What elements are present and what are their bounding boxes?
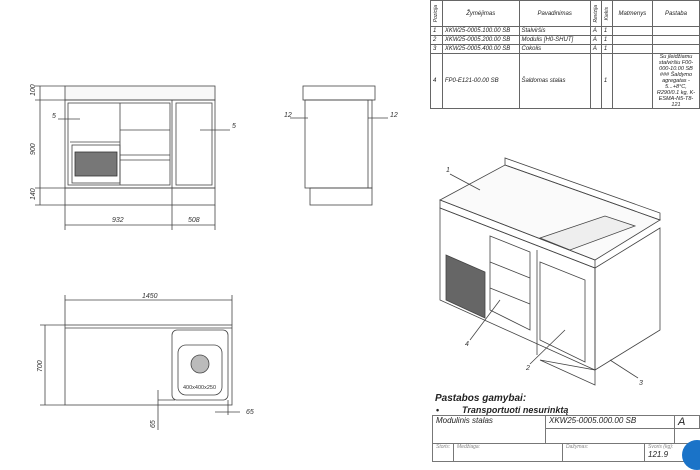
cell-name: Cokolis — [518, 44, 591, 54]
notes-title: Pastabos gamybai: — [435, 393, 527, 404]
header-qty: Kiekis — [603, 6, 610, 21]
cell-rev — [589, 53, 602, 109]
cell-name: Modulis [H0-SHUT] — [518, 35, 591, 45]
title-code-sub — [545, 428, 675, 444]
cell-pos: 4 — [430, 53, 443, 109]
cell-rev: A — [589, 26, 602, 36]
dim-508: 508 — [188, 217, 200, 224]
cell-rev: A — [589, 44, 602, 54]
top-view — [40, 295, 240, 430]
cell-pos: 1 — [430, 26, 443, 36]
header-code: Žymėjimas — [441, 0, 520, 27]
cell-qty: 1 — [600, 35, 613, 45]
callout-4: 4 — [465, 341, 469, 348]
dim-900: 900 — [30, 143, 37, 155]
dim-1450: 1450 — [142, 293, 158, 300]
title-code: XKW25-0005.000.00 SB — [545, 415, 675, 429]
sink-size-label: 400x400x250 — [183, 385, 216, 391]
cell-dim — [611, 44, 653, 54]
cell-qty: 1 — [600, 53, 613, 109]
isometric-view — [439, 157, 661, 386]
header-dim: Matmenys — [611, 0, 653, 27]
front-view — [35, 85, 230, 230]
thickness-label: Storis: — [432, 443, 454, 462]
cell-code: XKW25-0005.100.00 SB — [441, 26, 520, 36]
dim-140: 140 — [30, 188, 37, 200]
dim-100: 100 — [30, 84, 37, 96]
weight-label: Svoris (kg): — [648, 444, 674, 450]
paint-label: Dažymas: — [562, 443, 645, 462]
cell-dim — [611, 53, 653, 109]
notes-item: Transportuoti nesurinktą — [462, 405, 569, 415]
cell-qty: 1 — [600, 26, 613, 36]
compressor-grille — [74, 151, 118, 177]
header-note: Pastaba — [651, 0, 700, 27]
title-revision: A — [674, 415, 700, 429]
cell-code: FP0-E121-00.00 SB — [441, 53, 520, 109]
floating-action-button[interactable] — [682, 440, 700, 470]
callout-3: 3 — [639, 380, 643, 387]
dim-65-right: 65 — [246, 409, 254, 416]
cell-qty: 1 — [600, 44, 613, 54]
bullet: • — [436, 405, 440, 415]
dim-65-front: 65 — [150, 420, 157, 428]
title-name: Modulinis stalas — [432, 415, 546, 444]
dim-5-left: 5 — [52, 113, 56, 120]
compressor-unit — [71, 144, 121, 184]
callout-1: 1 — [446, 167, 450, 174]
cell-dim — [611, 35, 653, 45]
cell-note — [651, 26, 700, 36]
callout-2: 2 — [525, 365, 530, 372]
dim-12-right: 12 — [390, 112, 398, 119]
dim-12-left: 12 — [284, 112, 292, 119]
dim-700: 700 — [37, 360, 44, 372]
header-pos: Pozicija — [433, 4, 439, 23]
cell-pos: 3 — [430, 44, 443, 54]
cell-code: XKW25-0005.200.00 SB — [441, 35, 520, 45]
cell-note: Su įleidžiamu stalviršiu F00-000-10.00 S… — [651, 53, 700, 109]
cell-dim — [611, 26, 653, 36]
dim-5-right: 5 — [232, 123, 236, 130]
bom-header: Pozicija Žymėjimas Pavadinimas Revizija … — [430, 0, 700, 27]
cell-name: Šaldomas stalas — [518, 53, 591, 109]
side-view — [290, 85, 388, 206]
material-label: Medžiaga: — [453, 443, 563, 462]
cell-note — [651, 44, 700, 54]
header-rev: Revizija — [592, 4, 599, 23]
dim-932: 932 — [112, 217, 124, 224]
cell-pos: 2 — [430, 35, 443, 45]
cell-code: XKW25-0005.400.00 SB — [441, 44, 520, 54]
cell-rev: A — [589, 35, 602, 45]
bom-table: Pozicija Žymėjimas Pavadinimas Revizija … — [430, 0, 700, 109]
cell-name: Stalviršis — [518, 26, 591, 36]
weight-value: 121.9 — [648, 450, 669, 459]
drain-icon — [190, 354, 210, 374]
cell-note — [651, 35, 700, 45]
header-name: Pavadinimas — [518, 0, 591, 27]
